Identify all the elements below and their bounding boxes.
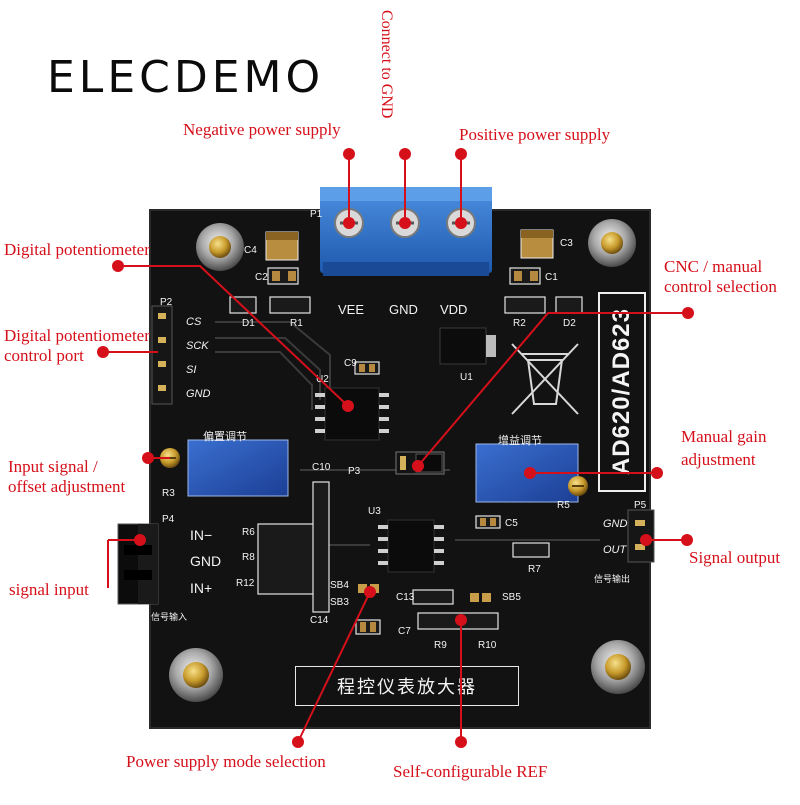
ref-c7: C7 <box>398 626 411 637</box>
ref-u1: U1 <box>460 372 473 383</box>
pin-label-out-gnd: GND <box>603 518 628 530</box>
pin-label-in-plus: IN+ <box>190 580 213 596</box>
header-p2 <box>151 305 173 405</box>
label-manual-gain-1: Manual gain <box>681 427 767 446</box>
label-manual-gain-2: adjustment <box>681 450 756 469</box>
board-title-plate: 程控仪表放大器 <box>295 666 519 706</box>
ref-p5: P5 <box>634 500 647 511</box>
signal-input-cn: 信号输入 <box>151 612 188 622</box>
ref-d2: D2 <box>563 318 576 329</box>
ref-r8: R8 <box>242 552 255 563</box>
gain-adjust-cn: 增益调节 <box>498 435 542 447</box>
pin-label-sck: SCK <box>186 340 209 352</box>
header-p5 <box>627 509 655 563</box>
ref-p3: P3 <box>348 466 361 477</box>
ref-r3: R3 <box>162 488 175 499</box>
ref-sb3: SB3 <box>330 597 349 608</box>
label-cnc-manual-2: control selection <box>664 277 777 296</box>
label-signal-input: signal input <box>9 580 89 599</box>
label-connect-gnd: Connect to GND <box>378 10 395 119</box>
model-number: AD620/AD623 <box>608 308 635 476</box>
ref-r1: R1 <box>290 318 303 329</box>
ref-c9: C9 <box>344 358 357 369</box>
ref-p2: P2 <box>160 297 173 308</box>
standoff-bottom-right <box>591 640 645 694</box>
label-power-mode: Power supply mode selection <box>126 752 326 771</box>
ref-r5: R5 <box>557 500 570 511</box>
jumper-p3 <box>395 451 445 475</box>
header-p4 <box>117 523 159 605</box>
ref-d1: D1 <box>242 318 255 329</box>
terminal-label-gnd: GND <box>389 302 418 317</box>
capacitor-c4 <box>265 231 299 261</box>
ref-c1: C1 <box>545 272 558 283</box>
ref-r12: R12 <box>236 578 255 589</box>
label-input-offset-2: offset adjustment <box>8 477 126 496</box>
pin-label-gnd-ctrl: GND <box>186 388 211 400</box>
ref-r2: R2 <box>513 318 526 329</box>
model-plate: AD620/AD623 <box>598 292 646 492</box>
ref-r10: R10 <box>478 640 497 651</box>
signal-output-cn: 信号输出 <box>594 574 631 584</box>
standoff-bottom-left <box>169 648 223 702</box>
pin-label-in-minus: IN− <box>190 527 213 543</box>
ref-c3: C3 <box>560 238 573 249</box>
ref-r7: R7 <box>528 564 541 575</box>
ref-r9: R9 <box>434 640 447 651</box>
label-cnc-manual-1: CNC / manual <box>664 257 763 276</box>
pin-label-in-gnd: GND <box>190 553 222 569</box>
pin-label-si: SI <box>186 364 197 376</box>
label-digital-pot-port-2: control port <box>4 346 84 365</box>
label-digital-pot-port-1: Digital potentiometer <box>4 326 150 345</box>
terminal-label-vee: VEE <box>338 302 365 317</box>
pin-label-out: OUT <box>603 544 627 556</box>
ref-u3: U3 <box>368 506 381 517</box>
ref-c14: C14 <box>310 615 329 626</box>
label-signal-output: Signal output <box>689 548 781 567</box>
ref-r6: R6 <box>242 527 255 538</box>
terminal-label-vdd: VDD <box>440 302 468 317</box>
ref-c10: C10 <box>312 462 331 473</box>
ref-p4: P4 <box>162 514 175 525</box>
label-ref: Self-configurable REF <box>393 762 548 781</box>
ref-c13: C13 <box>396 592 415 603</box>
ic-u2 <box>315 387 389 441</box>
power-terminal-block <box>320 187 492 276</box>
pin-label-cs: CS <box>186 316 202 328</box>
standoff-top-left <box>196 223 244 271</box>
ref-p1: P1 <box>310 209 323 220</box>
ref-sb4: SB4 <box>330 580 349 591</box>
brand-logo: ELECDEMO <box>47 52 325 103</box>
label-input-offset-1: Input signal / <box>8 457 98 476</box>
standoff-top-right <box>588 219 636 267</box>
ref-c4: C4 <box>244 245 257 256</box>
ref-c5: C5 <box>505 518 518 529</box>
ref-u2: U2 <box>316 374 329 385</box>
ref-sb5: SB5 <box>502 592 521 603</box>
capacitor-c3 <box>520 229 554 259</box>
offset-adjust-cn: 偏置调节 <box>203 431 247 443</box>
ic-u3 <box>378 519 444 573</box>
trimmer-gain <box>475 443 588 503</box>
label-digital-pot: Digital potentiometer <box>4 240 150 259</box>
label-positive-power: Positive power supply <box>459 125 611 144</box>
ref-c2: C2 <box>255 272 268 283</box>
label-negative-power: Negative power supply <box>183 120 341 139</box>
trimmer-offset <box>160 439 289 497</box>
